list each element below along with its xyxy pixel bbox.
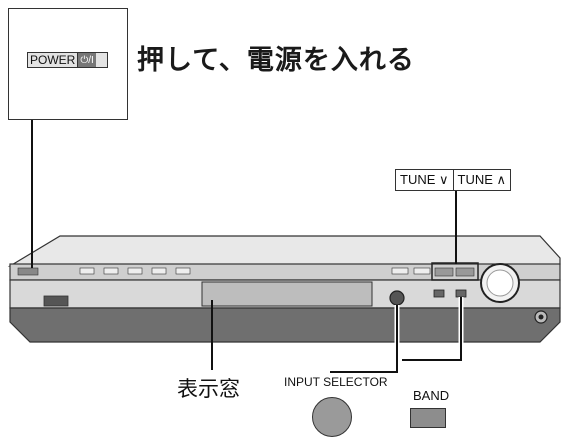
display-window-label: 表示窓 bbox=[177, 377, 240, 401]
band-button-device bbox=[455, 289, 467, 298]
power-button[interactable]: POWER ⏻/I bbox=[27, 52, 108, 68]
small-button-device bbox=[433, 289, 445, 298]
input-selector-knob[interactable] bbox=[312, 397, 352, 437]
input-selector-label: INPUT SELECTOR bbox=[284, 375, 388, 389]
strip-button bbox=[391, 267, 409, 275]
volume-knob-inner bbox=[486, 269, 514, 297]
band-label: BAND bbox=[413, 388, 450, 403]
band-leader-line bbox=[402, 297, 462, 361]
power-button-label: POWER bbox=[30, 53, 76, 67]
tune-up-button[interactable]: TUNE ∧ bbox=[452, 170, 511, 190]
receiver-bottom bbox=[9, 307, 561, 343]
band-button[interactable] bbox=[410, 408, 446, 428]
input-selector-knob-device bbox=[389, 290, 405, 306]
strip-button bbox=[79, 267, 95, 275]
display-window bbox=[201, 281, 373, 307]
power-symbol-icon: ⏻/I bbox=[77, 53, 96, 67]
strip-button bbox=[151, 267, 167, 275]
small-indicator bbox=[43, 295, 69, 307]
tune-down-device bbox=[434, 267, 454, 277]
phones-jack-hole bbox=[538, 314, 544, 320]
power-button-device bbox=[17, 267, 39, 276]
strip-button bbox=[127, 267, 143, 275]
strip-button bbox=[413, 267, 431, 275]
input-leader-line bbox=[330, 305, 398, 373]
receiver-top-panel bbox=[7, 235, 561, 267]
strip-button bbox=[175, 267, 191, 275]
strip-button bbox=[103, 267, 119, 275]
instruction-heading: 押して、電源を入れる bbox=[137, 45, 415, 76]
tune-up-device bbox=[455, 267, 475, 277]
tune-down-button[interactable]: TUNE ∨ bbox=[400, 172, 449, 187]
tune-button-group: TUNE ∨ TUNE ∧ bbox=[395, 169, 512, 191]
